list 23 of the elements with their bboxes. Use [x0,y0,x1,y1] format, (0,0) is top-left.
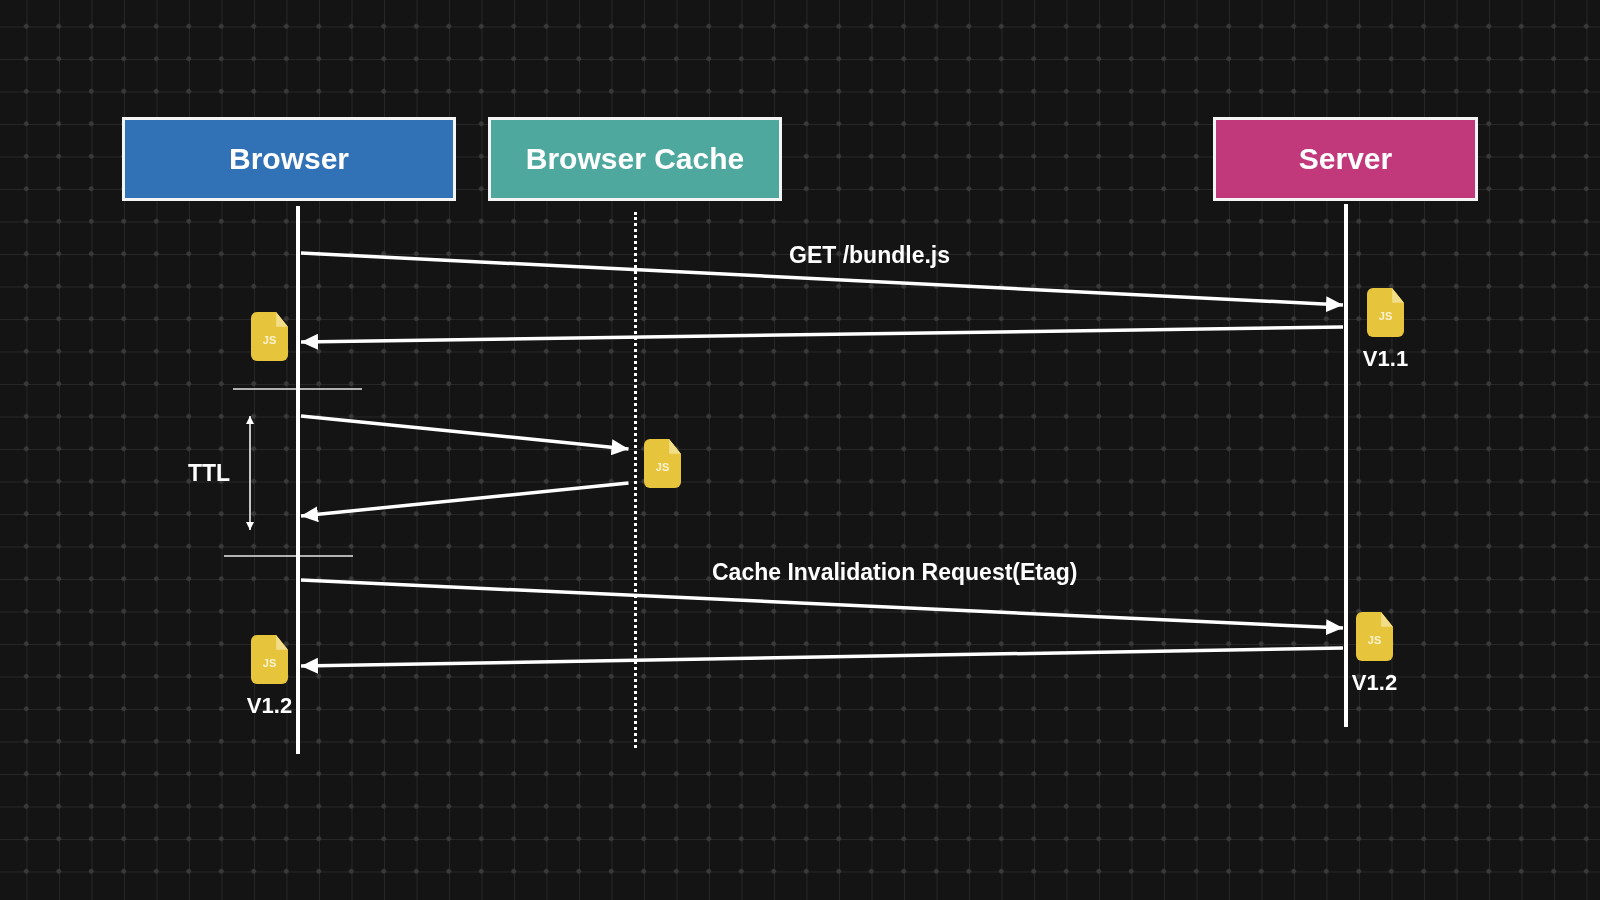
version-label: V1.2 [246,693,293,719]
participant-box: Browser [122,117,456,201]
lifeline [633,212,637,748]
message-arrow [300,646,1344,674]
message-arrow [300,578,1344,636]
version-label: V1.1 [1362,346,1409,372]
document-shape: JS [251,312,288,361]
message-arrow [300,414,629,456]
edge-label: Cache Invalidation Request(Etag) [712,559,1078,586]
participant-box: Server [1213,117,1478,201]
message-arrow [300,481,629,523]
document-shape: JS [1356,612,1393,661]
version-label: V1.2 [1351,670,1398,696]
dimension-label: TTL [188,460,231,487]
document-shape: JS [251,635,288,684]
lifeline [296,206,300,754]
message-arrow [300,251,1344,313]
document-shape: JS [644,439,681,488]
edge-label: GET /bundle.js [789,242,950,269]
participant-box: Browser Cache [488,117,782,201]
lifeline [1344,204,1348,727]
document-shape: JS [1367,288,1404,337]
message-arrow [300,325,1344,350]
